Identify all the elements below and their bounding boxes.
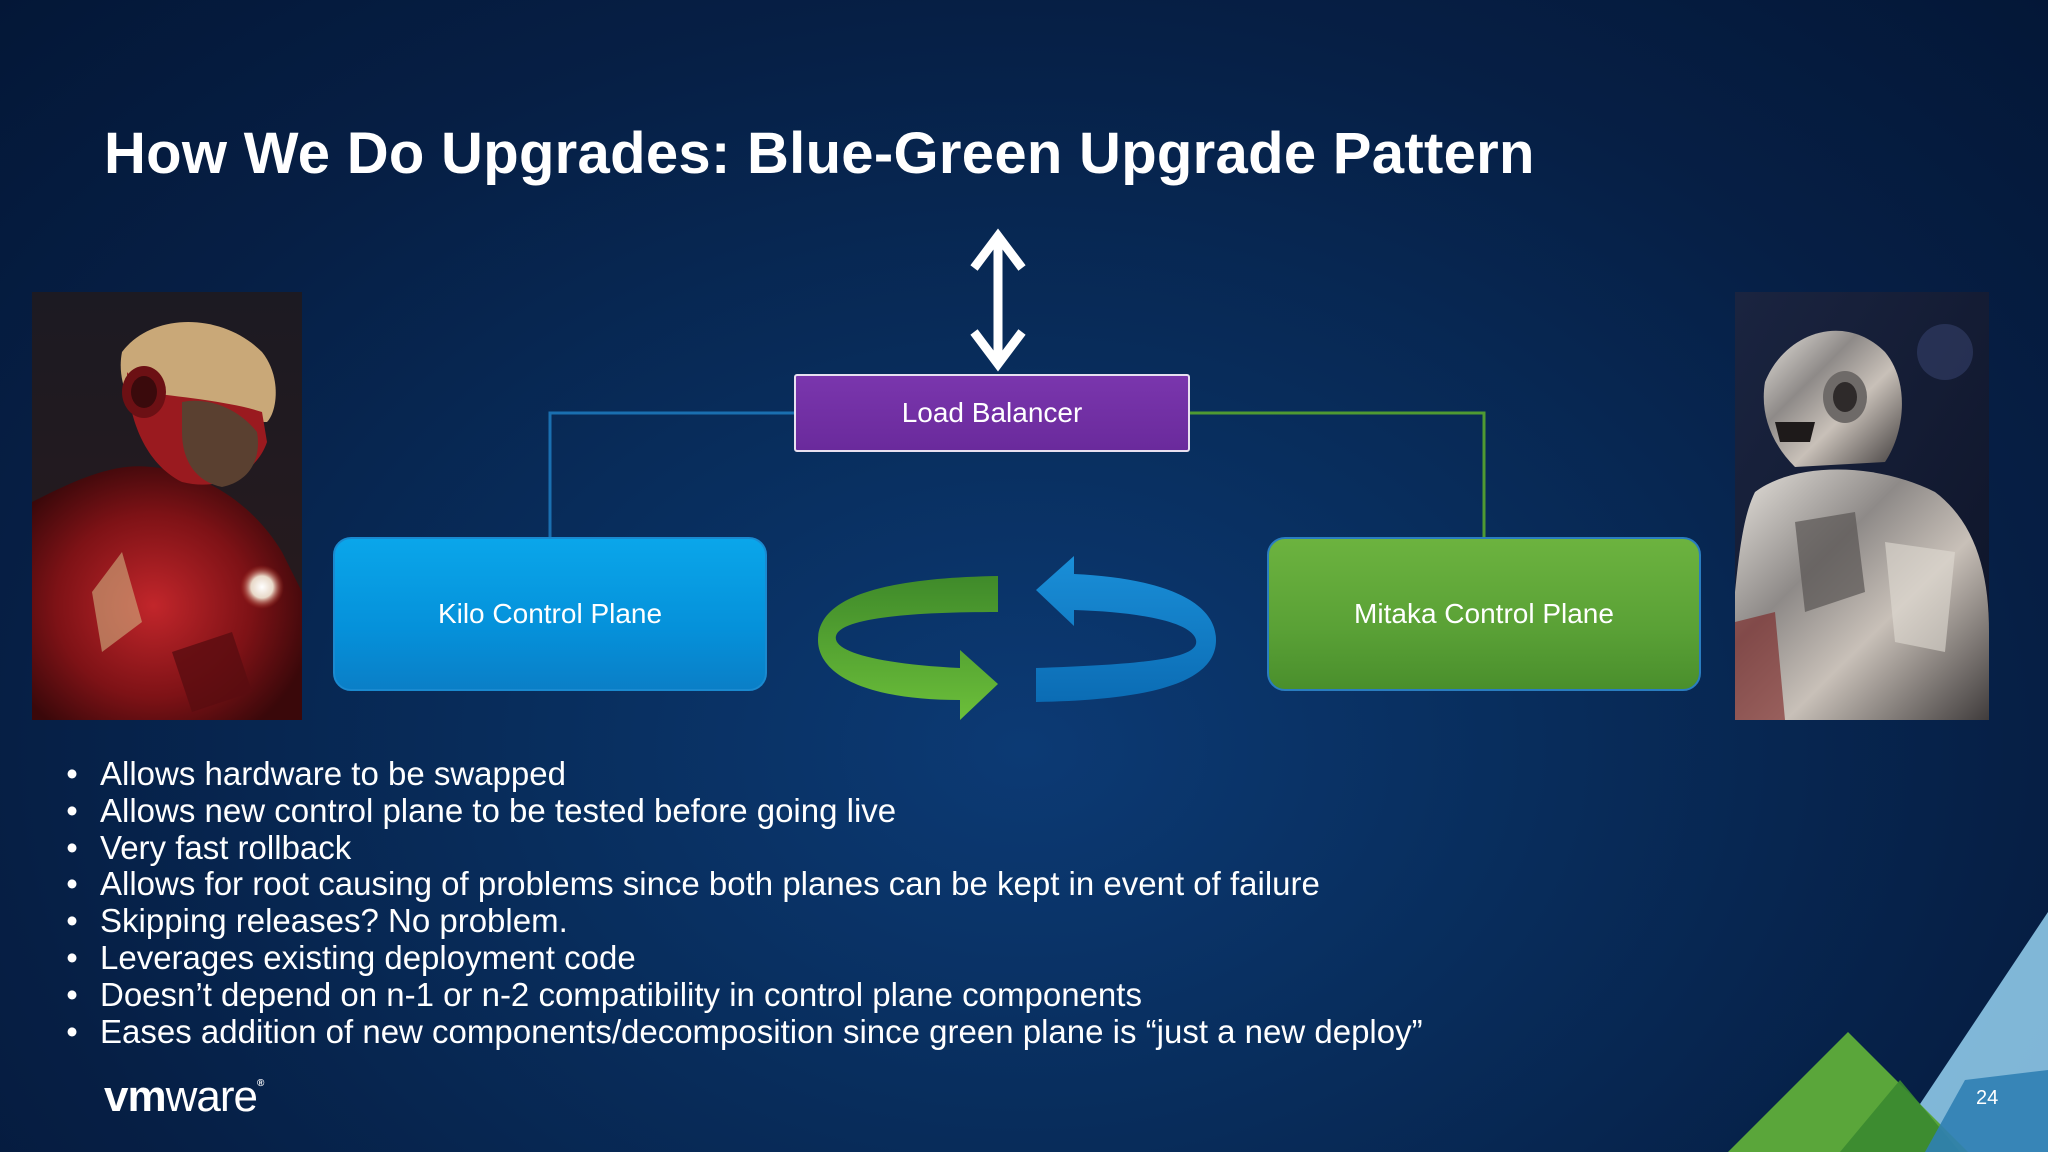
double-arrow-icon — [970, 228, 1026, 372]
bullet-item: •Allows new control plane to be tested b… — [66, 791, 897, 829]
right-armor-photo — [1735, 292, 1989, 720]
bullet-item: •Skipping releases? No problem. — [66, 902, 568, 940]
mitaka-control-plane-box: Mitaka Control Plane — [1267, 537, 1701, 691]
slide-title: How We Do Upgrades: Blue-Green Upgrade P… — [104, 121, 1535, 186]
bullet-item: •Allows hardware to be swapped — [66, 755, 566, 792]
kilo-control-plane-box: Kilo Control Plane — [333, 537, 767, 691]
green-connector-line — [1190, 411, 1486, 537]
bullet-item: •Doesn’t depend on n-1 or n-2 compatibil… — [66, 975, 1142, 1013]
bullet-item: •Eases addition of new components/decomp… — [66, 1012, 1423, 1050]
page-number: 24 — [1976, 1087, 1999, 1109]
bullet-item: •Allows for root causing of problems sin… — [66, 865, 1320, 903]
vmware-logo: vmware® — [104, 1072, 264, 1121]
blue-cycle-arrow-icon — [1036, 556, 1216, 702]
green-cycle-arrow-icon — [818, 576, 998, 720]
load-balancer-box: Load Balancer — [794, 374, 1190, 452]
bullet-item: •Leverages existing deployment code — [66, 938, 636, 976]
bullet-item: •Very fast rollback — [66, 828, 352, 866]
left-armor-photo — [32, 292, 302, 720]
blue-connector-line — [548, 411, 794, 537]
bullet-list: •Allows hardware to be swapped •Allows n… — [62, 755, 1423, 1050]
